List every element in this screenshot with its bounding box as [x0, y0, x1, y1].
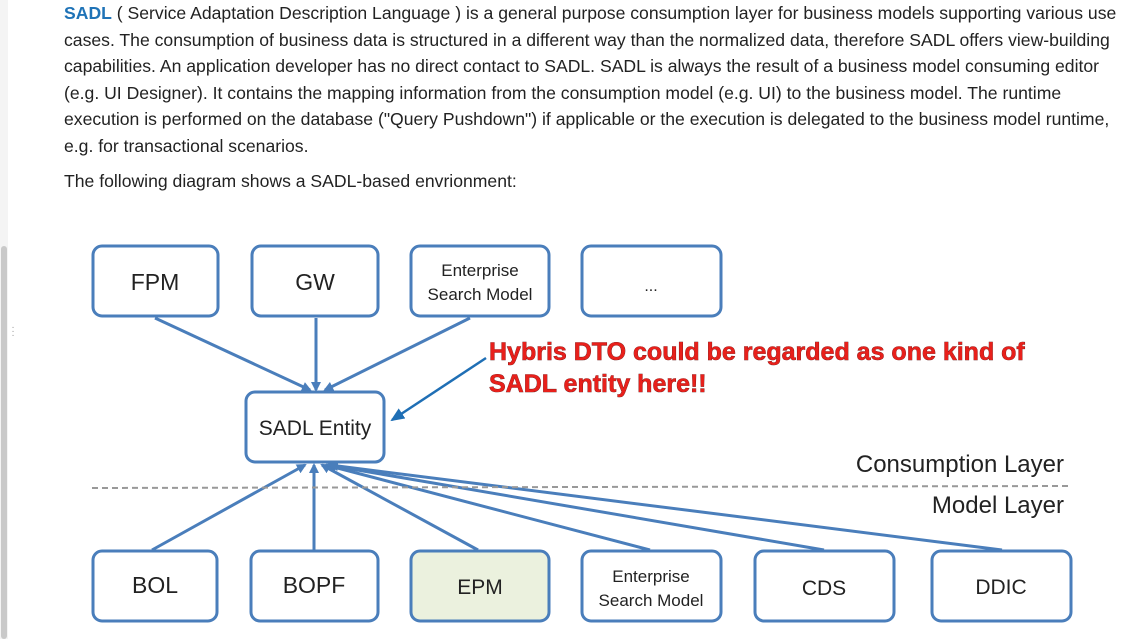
consumer-label: ...	[644, 278, 657, 295]
consumer-label: Search Model	[428, 285, 533, 304]
consumer-arrows	[154, 316, 471, 392]
consumer-box-fpm: FPM	[91, 244, 220, 318]
diagram-intro: The following diagram shows a SADL-based…	[64, 170, 517, 191]
sadl-entity-box: SADL Entity	[244, 390, 386, 464]
consumer-box-gw: GW	[250, 244, 380, 318]
resize-handle-icon[interactable]: ···	[11, 322, 15, 341]
model-layer-label: Model Layer	[932, 492, 1064, 519]
arrow-ems2-to-sadl	[324, 462, 651, 552]
model-box-cds: CDS	[753, 549, 896, 623]
model-label: CDS	[802, 577, 846, 600]
model-label: BOPF	[283, 572, 346, 598]
intro-text: ( Service Adaptation Description Languag…	[64, 3, 1117, 156]
consumer-box-more: ...	[580, 244, 723, 318]
sadl-entity-label: SADL Entity	[259, 417, 372, 440]
consumer-label: FPM	[131, 269, 180, 295]
consumption-layer-label: Consumption Layer	[856, 451, 1064, 478]
layer-divider	[91, 485, 1069, 489]
model-label: Enterprise	[612, 567, 689, 586]
consumer-box-enterprise-search: Enterprise Search Model	[409, 244, 551, 318]
intro-paragraph: SADL ( Service Adaptation Description La…	[64, 0, 1119, 160]
scrollbar-thumb[interactable]	[1, 246, 7, 639]
sadl-link[interactable]: SADL	[64, 3, 112, 23]
model-box-enterprise-search: Enterprise Search Model	[580, 549, 723, 623]
arrow-epm-to-sadl	[320, 463, 479, 552]
article-body: SADL ( Service Adaptation Description La…	[64, 0, 1119, 194]
scrollbar[interactable]	[0, 0, 8, 639]
annotation-line-2: SADL entity here!!	[489, 370, 707, 398]
model-label: BOL	[132, 572, 178, 598]
annotation-line-1: Hybris DTO could be regarded as one kind…	[489, 338, 1025, 366]
arrow-ddic-to-sadl	[328, 461, 1003, 552]
arrow-cds-to-sadl	[326, 461, 825, 552]
model-label: Search Model	[599, 591, 704, 610]
consumer-label: Enterprise	[441, 261, 518, 280]
arrow-ems-to-sadl	[323, 316, 471, 392]
arrow-fpm-to-sadl	[154, 316, 312, 392]
model-arrows	[151, 461, 1003, 552]
model-box-ddic: DDIC	[930, 549, 1073, 623]
arrow-bol-to-sadl	[151, 463, 307, 552]
consumer-label: GW	[295, 269, 335, 295]
model-box-bol: BOL	[91, 549, 219, 623]
callout-arrow	[390, 356, 487, 422]
model-label: DDIC	[975, 576, 1026, 599]
model-box-epm: EPM	[409, 549, 551, 623]
model-label: EPM	[457, 576, 503, 599]
model-box-bopf: BOPF	[249, 549, 380, 623]
